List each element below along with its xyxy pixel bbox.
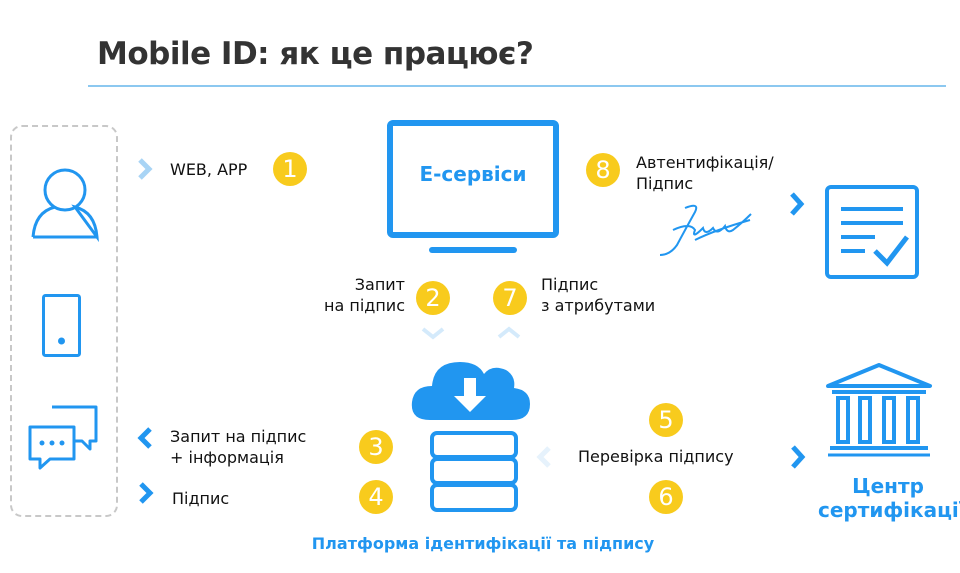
cloud-download-icon: [411, 362, 530, 420]
step-1-badge: 1: [273, 152, 307, 186]
e-services-label: E-сервіси: [419, 162, 527, 186]
step-4-label: Підпис: [172, 489, 230, 508]
step-2-badge: 2: [416, 281, 450, 315]
title-divider: [88, 85, 946, 87]
step-7-line-2: з атрибутами: [541, 296, 656, 315]
step-3-label: Запит на підпис + інформація: [170, 426, 306, 468]
step-8-line-2: Підпис: [636, 174, 694, 193]
step-2-label: Запит на підпис: [280, 274, 405, 316]
step-1-label: WEB, APP: [170, 160, 248, 179]
step-8-badge: 8: [586, 153, 620, 187]
document-check-icon: [825, 185, 919, 279]
step-5-badge: 5: [649, 403, 683, 437]
step-2-line-1: Запит: [354, 275, 405, 294]
step-7-line-1: Підпис: [541, 275, 599, 294]
step-3-line-1: Запит на підпис: [170, 427, 307, 446]
chevron-right-icon: [791, 445, 806, 469]
chevron-right-icon: [138, 158, 153, 180]
step-3-line-2: + інформація: [170, 448, 284, 467]
mobile-phone-icon: [42, 294, 81, 357]
step-8-label: Автентифікація/ Підпис: [636, 152, 774, 194]
user-icon: [31, 168, 99, 243]
step-7-badge: 7: [493, 281, 527, 315]
platform-label: Платформа ідентифікації та підпису: [311, 534, 655, 553]
step-6-badge: 6: [649, 480, 683, 514]
chevron-left-icon: [137, 427, 152, 449]
step-8-line-1: Автентифікація/: [636, 153, 774, 172]
signature-icon: [659, 204, 752, 256]
chevron-right-icon: [139, 482, 154, 504]
chevron-down-icon: [421, 327, 445, 340]
page-title: Mobile ID: як це працює?: [97, 36, 534, 72]
chat-bubbles-icon: [28, 405, 98, 470]
cert-center-line-1: Центр: [852, 474, 924, 498]
chevron-right-icon: [790, 192, 805, 216]
step-7-label: Підпис з атрибутами: [541, 274, 655, 316]
step-4-badge: 4: [359, 480, 393, 514]
chevron-up-icon: [497, 326, 521, 339]
certification-center-label: Центр сертифікації: [818, 474, 960, 522]
user-devices-group: [10, 125, 118, 517]
server-stack-icon: [430, 431, 518, 512]
monitor-icon: [387, 120, 559, 253]
chevron-left-icon: [536, 446, 551, 468]
building-icon: [826, 363, 932, 457]
cert-center-line-2: сертифікації: [818, 498, 960, 522]
step-3-badge: 3: [359, 430, 393, 464]
step-2-line-2: на підпис: [324, 296, 405, 315]
step-5-6-label: Перевірка підпису: [578, 447, 734, 466]
